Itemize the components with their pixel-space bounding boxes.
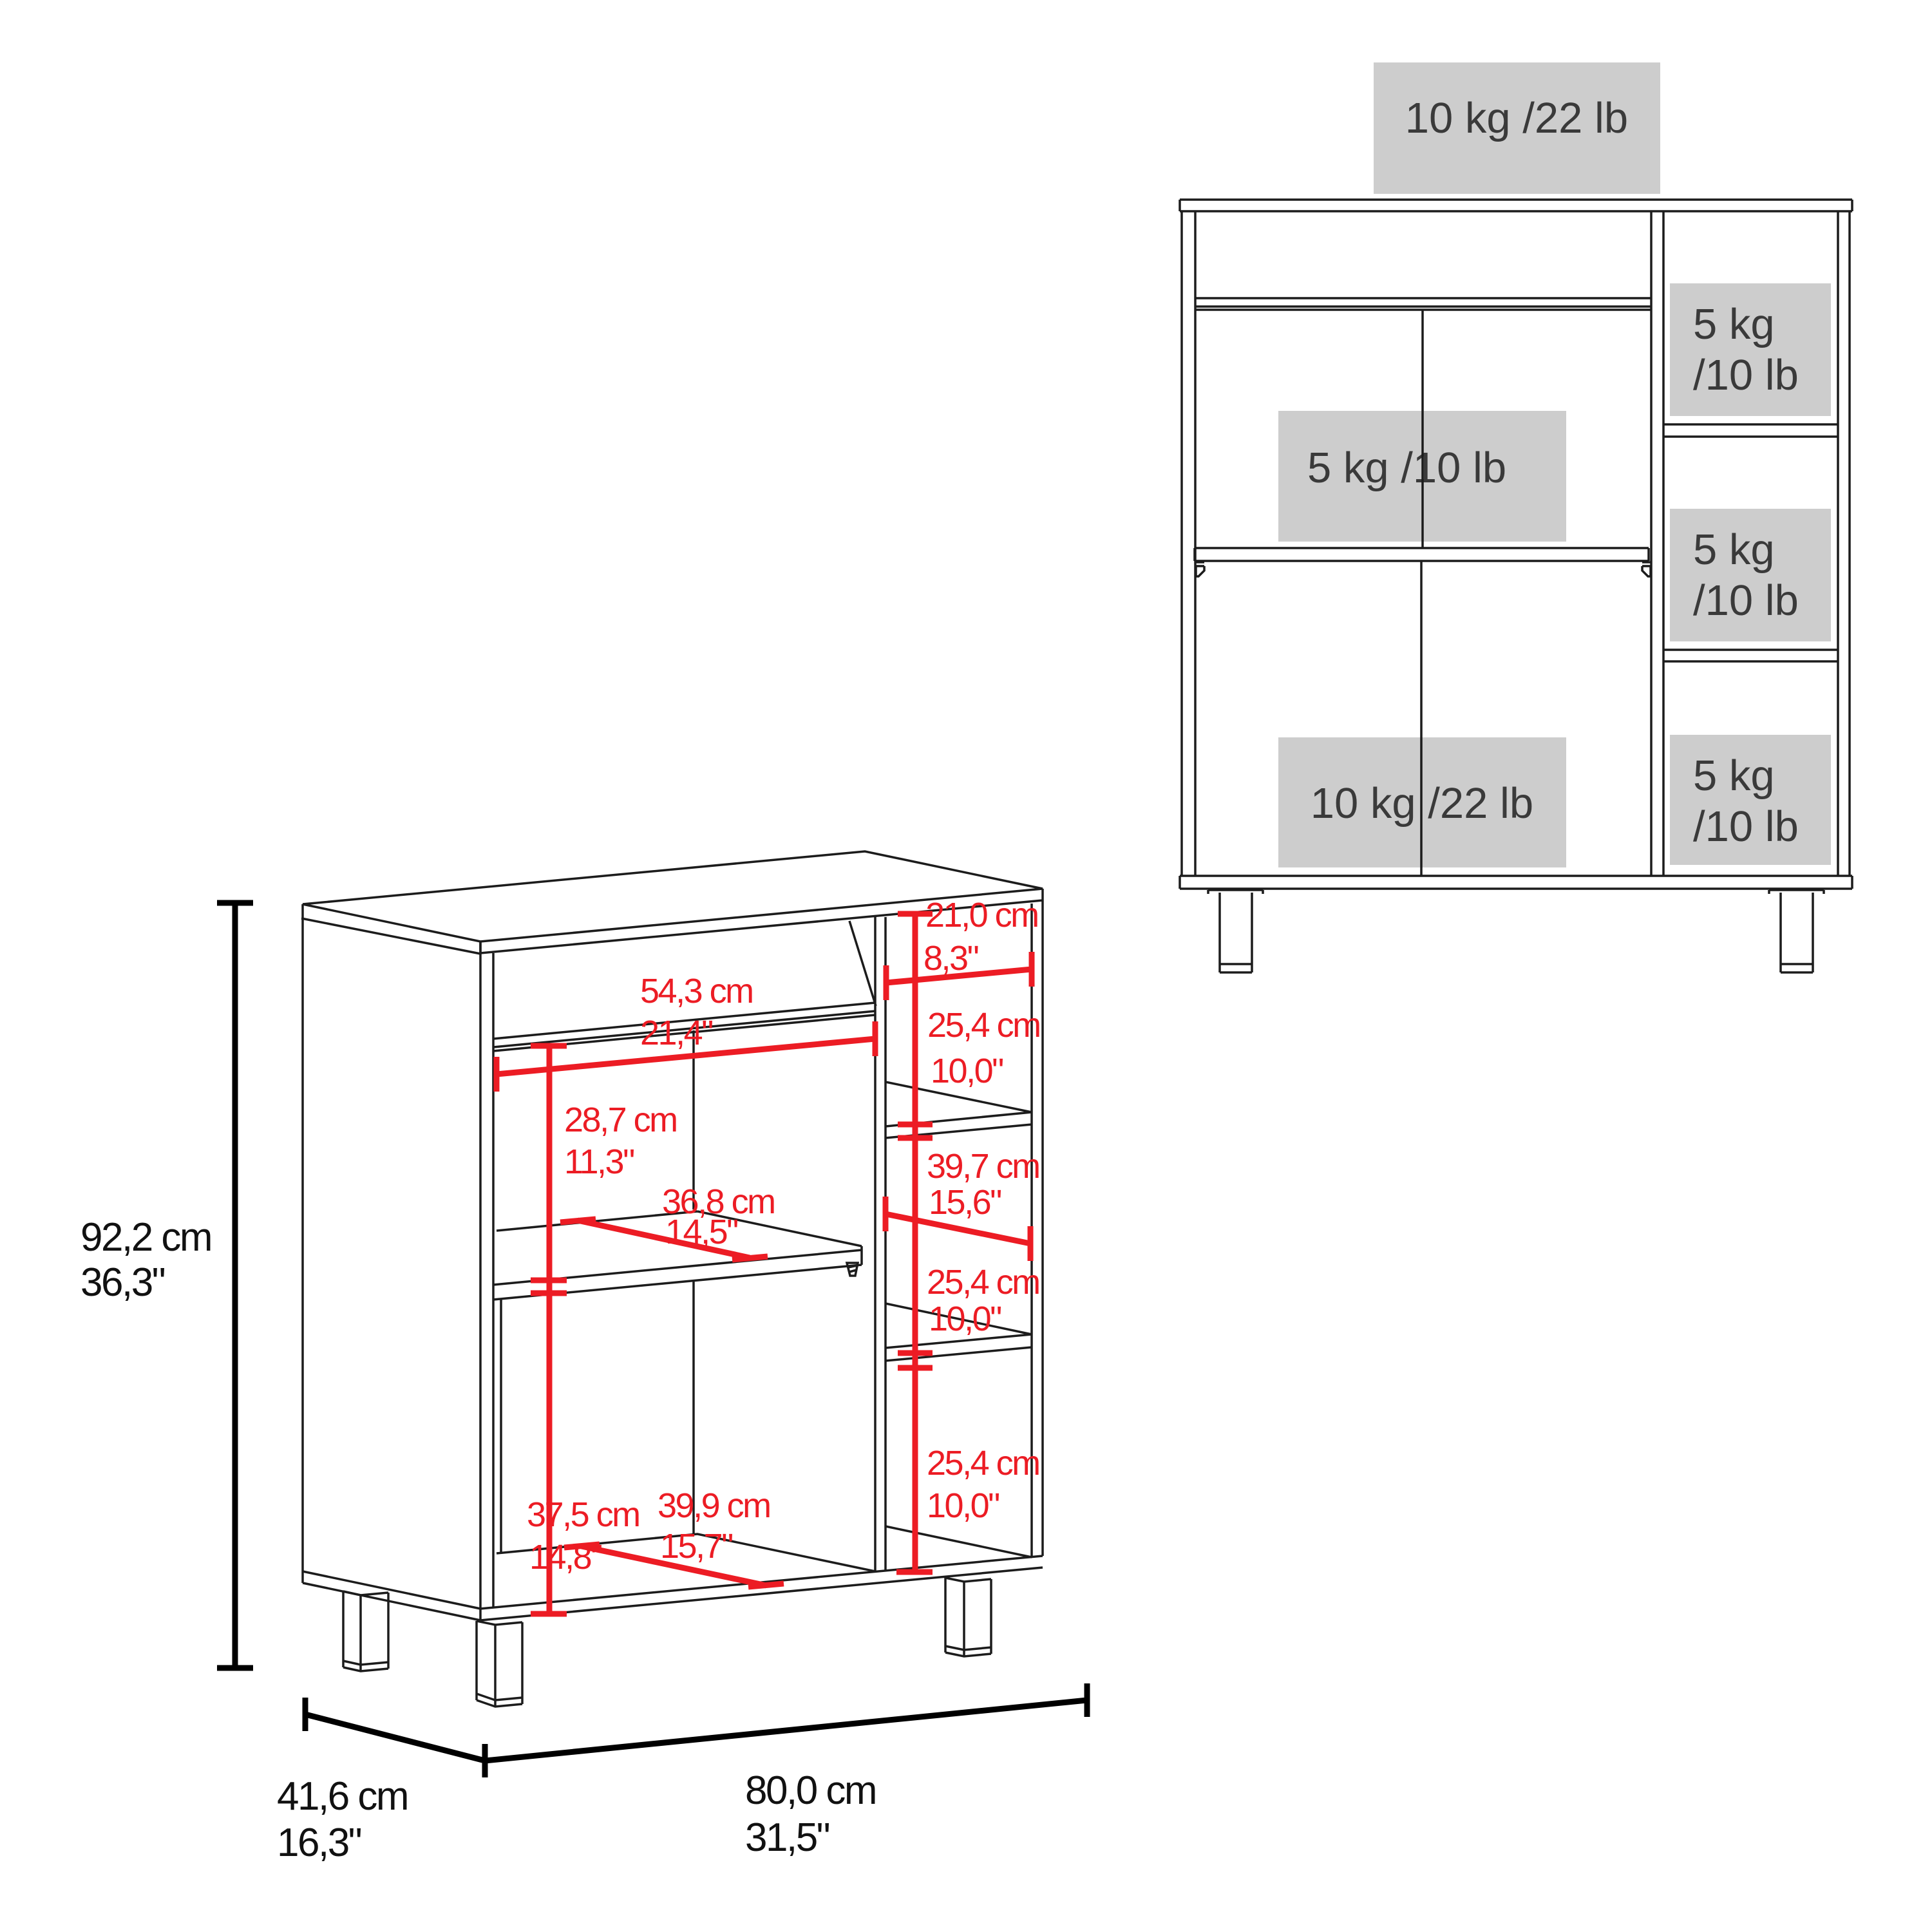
svg-text:31,5": 31,5"	[745, 1815, 829, 1860]
svg-text:/10 lb: /10 lb	[1693, 576, 1799, 625]
svg-text:92,2 cm: 92,2 cm	[80, 1215, 211, 1260]
svg-text:14,5": 14,5"	[665, 1213, 737, 1251]
svg-text:5 kg /10 lb: 5 kg /10 lb	[1307, 444, 1506, 492]
svg-text:36,8 cm: 36,8 cm	[662, 1182, 775, 1221]
svg-text:25,4 cm: 25,4 cm	[927, 1444, 1039, 1482]
svg-text:10,0": 10,0"	[931, 1052, 1003, 1090]
svg-text:15,6": 15,6"	[929, 1183, 1001, 1222]
svg-text:5 kg: 5 kg	[1693, 300, 1775, 348]
svg-text:39,7 cm: 39,7 cm	[927, 1147, 1039, 1186]
svg-text:36,3": 36,3"	[80, 1260, 165, 1305]
svg-text:37,5 cm: 37,5 cm	[527, 1495, 639, 1534]
svg-text:5 kg: 5 kg	[1693, 752, 1775, 800]
svg-text:8,3": 8,3"	[923, 939, 978, 978]
svg-text:39,9 cm: 39,9 cm	[658, 1486, 770, 1525]
svg-text:54,3 cm: 54,3 cm	[640, 972, 753, 1010]
svg-text:41,6 cm: 41,6 cm	[277, 1774, 408, 1819]
svg-text:21,0 cm: 21,0 cm	[925, 896, 1038, 934]
svg-text:10,0": 10,0"	[929, 1300, 1001, 1338]
svg-text:80,0 cm: 80,0 cm	[745, 1768, 876, 1813]
svg-text:16,3": 16,3"	[277, 1821, 361, 1865]
svg-text:10 kg /22 lb: 10 kg /22 lb	[1405, 94, 1628, 142]
svg-text:25,4 cm: 25,4 cm	[927, 1006, 1040, 1045]
svg-text:/10 lb: /10 lb	[1693, 802, 1799, 851]
svg-text:11,3": 11,3"	[564, 1142, 634, 1181]
svg-text:28,7 cm: 28,7 cm	[564, 1101, 677, 1139]
svg-text:15,7": 15,7"	[660, 1527, 732, 1566]
svg-text:25,4 cm: 25,4 cm	[927, 1263, 1039, 1302]
svg-text:21,4": 21,4"	[640, 1014, 712, 1052]
svg-text:/10 lb: /10 lb	[1693, 351, 1799, 399]
svg-text:10,0": 10,0"	[927, 1486, 999, 1525]
svg-text:5 kg: 5 kg	[1693, 526, 1775, 574]
